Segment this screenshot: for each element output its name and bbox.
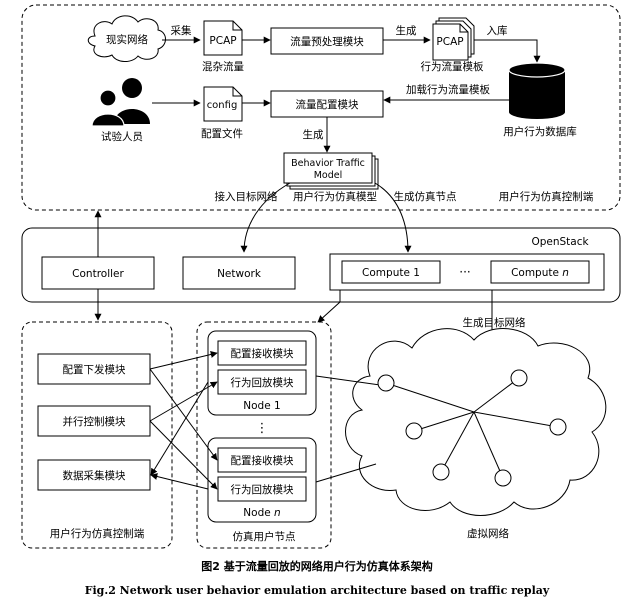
tester-icon: [91, 78, 150, 127]
virtual-network-label: 虚拟网络: [467, 527, 509, 540]
left-control-panel: [21, 321, 173, 549]
collect-label: 采集: [171, 24, 192, 37]
config-file-label: 配置文件: [201, 127, 243, 140]
noden-recv-label: 配置接收模块: [231, 454, 294, 467]
config-label: config: [207, 100, 238, 111]
figure-caption-cn: 图2 基于流量回放的网络用户行为仿真体系架构: [201, 559, 432, 573]
sim-model-label: 用户行为仿真模型: [293, 190, 377, 203]
compute-n-box: [490, 260, 590, 284]
network-box: [182, 256, 296, 290]
behavior-template-label: 行为流量模板: [421, 60, 484, 73]
controller-label: Controller: [72, 268, 124, 280]
gen-nodes-label: 生成仿真节点: [394, 190, 457, 203]
parallel-control-box: [37, 405, 151, 437]
noden-replay-label: 行为回放模块: [231, 483, 294, 496]
generate-label-1: 生成: [396, 24, 417, 37]
node1-recv-label: 配置接收模块: [231, 347, 294, 360]
control-end-panel: [21, 4, 621, 211]
model-label-line2: Model: [314, 170, 343, 181]
compute-ellipsis: ···: [459, 265, 470, 279]
compute-to-nodes-arrow: [317, 290, 341, 323]
node1-replay-label: 行为回放模块: [231, 376, 294, 389]
load-template-label: 加载行为流量模板: [406, 83, 490, 96]
node1-replay-box: [217, 369, 307, 395]
mixed-traffic-label: 混杂流量: [202, 60, 244, 73]
database-cylinder: [508, 62, 566, 119]
config-dispatch-box: [37, 353, 151, 385]
access-network-arrow: [240, 182, 291, 253]
controller-box: [41, 256, 155, 290]
gen-nodes-arrow: [374, 182, 412, 253]
node1-name: Node 1: [243, 400, 280, 412]
real-network-label: 现实网络: [106, 33, 148, 46]
preprocess-module-box: [270, 27, 384, 55]
gen-target-network-label: 生成目标网络: [463, 316, 526, 329]
compute1-label: Compute 1: [362, 267, 420, 279]
noden-replay-box: [217, 476, 307, 502]
config-dispatch-label: 配置下发模块: [63, 363, 126, 376]
store-label: 入库: [487, 24, 508, 37]
pcap-label: PCAP: [209, 35, 236, 47]
network-label: Network: [217, 268, 262, 280]
config-document-icon: [203, 86, 243, 122]
openstack-panel: [21, 227, 621, 303]
openstack-title: OpenStack: [531, 236, 589, 248]
pcap-stack-icon: [432, 17, 475, 61]
generate-label-2: 生成: [303, 128, 324, 141]
figure-caption-en: Fig.2 Network user behavior emulation ar…: [85, 584, 550, 597]
noden-recv-box: [217, 447, 307, 473]
behavior-model-stack: [283, 152, 379, 190]
sim-nodes-label: 仿真用户节点: [233, 530, 296, 543]
control-end-label: 用户行为仿真控制端: [499, 190, 594, 203]
store-arrow: [474, 39, 541, 63]
virtual-network-cloud: [345, 328, 607, 516]
pcap-template-label: PCAP: [436, 36, 463, 48]
model-label-line1: Behavior Traffic: [291, 158, 365, 169]
access-network-label: 接入目标网络: [215, 190, 278, 203]
nodes-vertical-ellipsis: ⋮: [256, 421, 269, 436]
config-module-label: 流量配置模块: [296, 98, 359, 111]
left-panel-label: 用户行为仿真控制端: [50, 527, 145, 540]
noden-name: Node n: [243, 507, 280, 519]
tester-label: 试验人员: [101, 130, 143, 143]
node1-recv-box: [217, 340, 307, 366]
control-to-node-arrows: [149, 351, 218, 490]
database-label: 用户行为数据库: [503, 125, 577, 138]
real-network-cloud: [87, 15, 166, 62]
parallel-control-label: 并行控制模块: [63, 415, 126, 428]
config-module-box: [270, 90, 384, 118]
virtual-network-nodes: [377, 369, 567, 487]
data-collect-label: 数据采集模块: [63, 469, 126, 482]
compute1-box: [341, 260, 441, 284]
pcap-document-icon: [203, 20, 243, 56]
data-collect-box: [37, 459, 151, 491]
sim-nodes-panel: [196, 321, 332, 549]
compute-n-label: Compute n: [511, 267, 569, 279]
virtual-network-links: [315, 375, 559, 483]
preprocess-module-label: 流量预处理模块: [290, 35, 364, 48]
